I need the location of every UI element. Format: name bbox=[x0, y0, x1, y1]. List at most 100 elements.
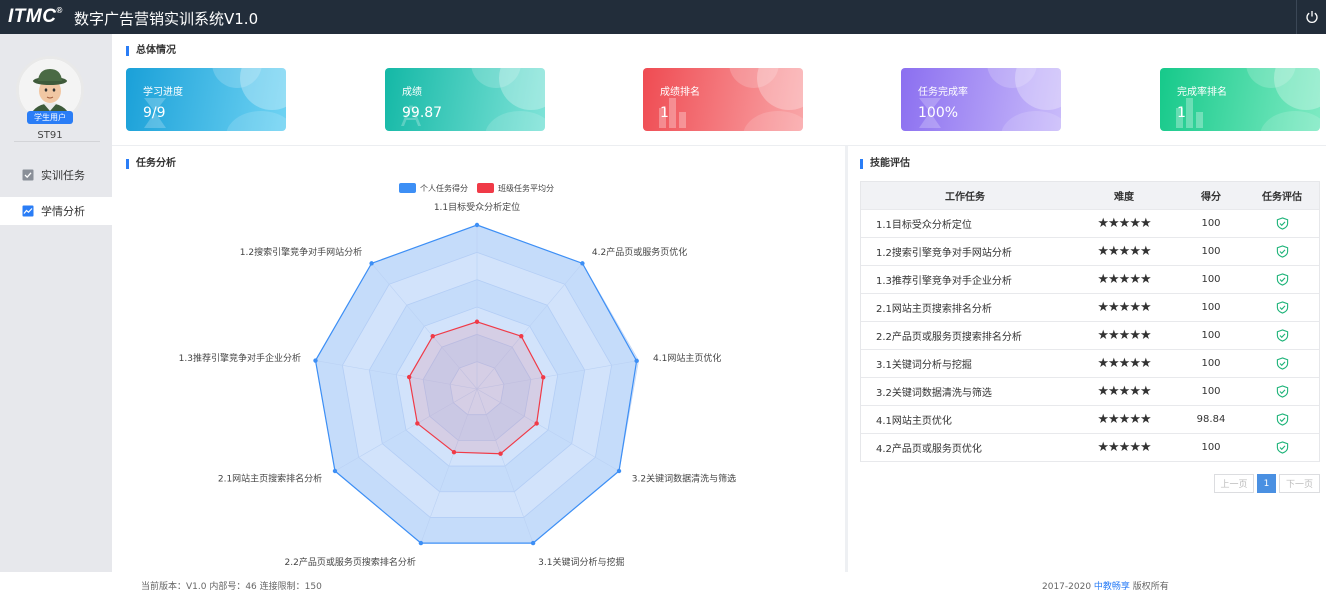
sidebar-item-label: 实训任务 bbox=[41, 169, 85, 182]
radar-point bbox=[530, 540, 536, 546]
stat-card: 成绩排名 1 bbox=[643, 68, 803, 131]
difficulty-stars: ★★★★★ bbox=[1070, 349, 1178, 378]
sidebar-item-label: 学情分析 bbox=[41, 205, 85, 218]
radar-axis-line bbox=[476, 388, 620, 472]
shield-check-icon bbox=[1276, 301, 1288, 314]
sidebar: 学生用户 ST91 实训任务 学情分析 bbox=[0, 34, 112, 572]
evaluation-cell bbox=[1244, 321, 1320, 350]
radar-point bbox=[498, 451, 503, 456]
column-header-score: 得分 bbox=[1178, 181, 1244, 210]
table-row: 4.1网站主页优化★★★★★98.84 bbox=[860, 405, 1320, 434]
table-row: 1.2搜索引擎竞争对手网站分析★★★★★100 bbox=[860, 237, 1320, 266]
logo-mark: ® bbox=[56, 6, 63, 15]
task-analysis-title: 任务分析 bbox=[126, 159, 176, 169]
bar-rank-icon bbox=[657, 94, 697, 131]
footer-copyright: 2017-2020 中教畅享 版权所有 bbox=[1042, 579, 1169, 592]
radar-axis-label: 3.1关键词分析与挖掘 bbox=[538, 556, 624, 568]
bar-rank-icon bbox=[1174, 94, 1214, 131]
page-1-button[interactable]: 1 bbox=[1257, 474, 1276, 493]
skill-score: 98.84 bbox=[1178, 405, 1244, 434]
legend-swatch bbox=[399, 183, 416, 193]
column-header-task: 工作任务 bbox=[860, 181, 1070, 210]
radar-point bbox=[415, 421, 420, 426]
radar-point bbox=[474, 222, 480, 228]
next-page-button[interactable]: 下一页 bbox=[1279, 474, 1320, 493]
radar-point bbox=[616, 468, 622, 474]
footer-version: 当前版本：V1.0 内部号：46 连接限制：150 bbox=[141, 582, 322, 592]
sidebar-item-learning-analysis[interactable]: 学情分析 bbox=[0, 197, 112, 225]
radar-point bbox=[634, 358, 639, 364]
radar-point bbox=[580, 261, 585, 266]
difficulty-stars: ★★★★★ bbox=[1070, 377, 1178, 406]
difficulty-stars: ★★★★★ bbox=[1070, 209, 1178, 238]
avatar bbox=[16, 56, 84, 124]
prev-page-button[interactable]: 上一页 bbox=[1214, 474, 1254, 493]
hourglass-icon bbox=[140, 94, 180, 131]
table-row: 4.2产品页或服务页优化★★★★★100 bbox=[860, 433, 1320, 462]
radar-point bbox=[451, 449, 457, 455]
shield-check-icon bbox=[1276, 217, 1288, 230]
skill-task-name: 4.2产品页或服务页优化 bbox=[860, 433, 1070, 462]
radar-axis-label: 1.3推荐引擎竞争对手企业分析 bbox=[179, 352, 301, 364]
overview-section-title: 总体情况 bbox=[126, 46, 176, 56]
legend-label: 个人任务得分 bbox=[420, 183, 468, 193]
radar-axis-label: 1.1目标受众分析定位 bbox=[434, 201, 520, 213]
skill-task-name: 1.2搜索引擎竞争对手网站分析 bbox=[860, 237, 1070, 266]
personal-score-series bbox=[314, 224, 638, 544]
shield-check-icon bbox=[1276, 413, 1288, 426]
skill-score: 100 bbox=[1178, 293, 1244, 322]
hourglass-icon bbox=[915, 94, 955, 131]
skill-task-name: 1.3推荐引擎竞争对手企业分析 bbox=[860, 265, 1070, 294]
stat-card-value: 99.87 bbox=[402, 105, 443, 121]
radar-point bbox=[519, 334, 524, 339]
evaluation-cell bbox=[1244, 237, 1320, 266]
radar-point bbox=[406, 374, 412, 380]
evaluation-cell bbox=[1244, 433, 1320, 462]
copyright-suffix: 版权所有 bbox=[1129, 582, 1169, 592]
skill-task-name: 2.1网站主页搜索排名分析 bbox=[860, 293, 1070, 322]
stat-card-label: 任务完成率 bbox=[918, 87, 968, 98]
company-link[interactable]: 中教畅享 bbox=[1093, 582, 1130, 592]
skill-score: 100 bbox=[1178, 433, 1244, 462]
radar-axis-line bbox=[315, 360, 478, 390]
stat-card-value: 100% bbox=[918, 105, 959, 121]
skill-score: 100 bbox=[1178, 321, 1244, 350]
sidebar-item-training-tasks[interactable]: 实训任务 bbox=[0, 161, 112, 189]
class-average-series bbox=[408, 321, 544, 455]
evaluation-cell bbox=[1244, 265, 1320, 294]
column-header-difficulty: 难度 bbox=[1070, 181, 1178, 210]
difficulty-stars: ★★★★★ bbox=[1070, 293, 1178, 322]
table-row: 1.3推荐引擎竞争对手企业分析★★★★★100 bbox=[860, 265, 1320, 294]
radar-point bbox=[430, 334, 435, 339]
stat-card-label: 成绩 bbox=[402, 87, 422, 98]
itmc-logo: ITMC® bbox=[8, 6, 63, 28]
logout-button[interactable] bbox=[1296, 0, 1326, 34]
stat-card-label: 完成率排名 bbox=[1177, 87, 1227, 98]
radar-axis-line bbox=[371, 263, 478, 390]
shield-check-icon bbox=[1276, 329, 1288, 342]
radar-axis-label: 1.2搜索引擎竞争对手网站分析 bbox=[240, 246, 362, 258]
radar-point bbox=[332, 468, 338, 474]
skills-title: 技能评估 bbox=[860, 159, 910, 169]
radar-axis-label: 4.1网站主页优化 bbox=[653, 352, 721, 364]
panel-divider bbox=[845, 146, 848, 572]
copyright-years: 2017-2020 bbox=[1042, 582, 1094, 592]
app-title: 数字广告营销实训系统V1.0 bbox=[74, 10, 259, 28]
radar-axis-label: 4.2产品页或服务页优化 bbox=[592, 246, 687, 258]
skill-task-name: 1.1目标受众分析定位 bbox=[860, 209, 1070, 238]
shield-check-icon bbox=[1276, 441, 1288, 454]
score-icon: A bbox=[399, 94, 439, 131]
user-name: ST91 bbox=[37, 130, 63, 141]
skill-task-name: 3.2关键词数据清洗与筛选 bbox=[860, 377, 1070, 406]
column-header-evaluation: 任务评估 bbox=[1244, 181, 1320, 210]
difficulty-stars: ★★★★★ bbox=[1070, 237, 1178, 266]
difficulty-stars: ★★★★★ bbox=[1070, 433, 1178, 462]
radar-axis-label: 2.1网站主页搜索排名分析 bbox=[218, 472, 322, 484]
radar-axis-line bbox=[420, 388, 478, 544]
stat-card-value: 1 bbox=[660, 105, 669, 121]
radar-axis-label: 3.2关键词数据清洗与筛选 bbox=[632, 472, 736, 484]
stat-card-label: 成绩排名 bbox=[660, 87, 700, 98]
